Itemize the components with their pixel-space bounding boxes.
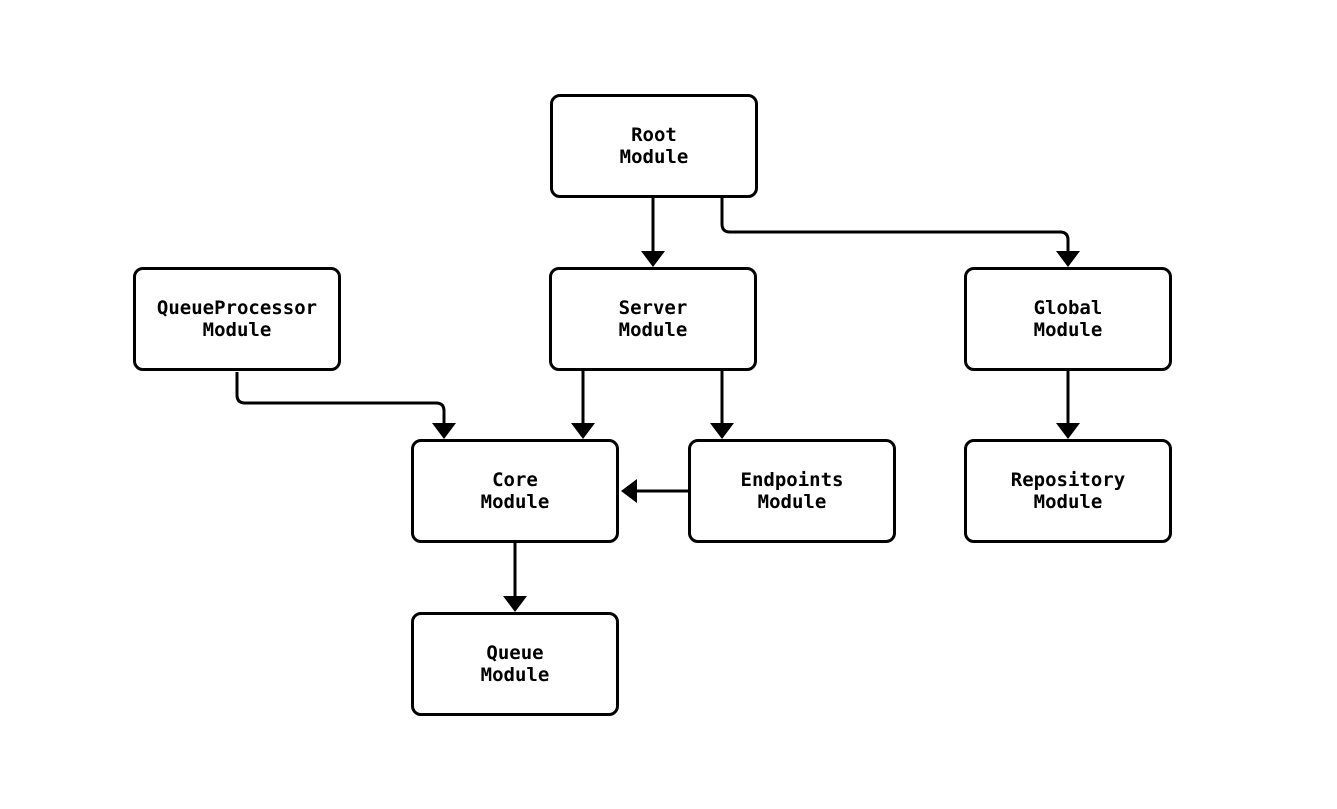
node-queue-module: Queue Module: [411, 612, 619, 716]
node-label-line: Queue: [486, 642, 544, 664]
node-label-line: Module: [757, 491, 827, 513]
node-label-line: Module: [619, 146, 689, 168]
node-label-line: Module: [1033, 319, 1103, 341]
node-endpoints-module: Endpoints Module: [688, 439, 896, 543]
node-label-line: Core: [492, 469, 538, 491]
node-label-line: Repository: [1010, 469, 1126, 491]
node-label-line: Module: [480, 491, 550, 513]
node-label-line: QueueProcessor: [156, 297, 318, 319]
node-label-line: Module: [480, 664, 550, 686]
node-repository-module: Repository Module: [964, 439, 1172, 543]
node-label-line: Module: [1033, 491, 1103, 513]
node-label-line: Global: [1033, 297, 1103, 319]
node-label-line: Root: [631, 124, 677, 146]
node-label-line: Module: [202, 319, 272, 341]
node-core-module: Core Module: [411, 439, 619, 543]
node-server-module: Server Module: [549, 267, 757, 371]
edge-queueprocessor-to-core: [235, 372, 456, 439]
node-root-module: Root Module: [550, 94, 758, 198]
node-label-line: Server: [618, 297, 688, 319]
node-label-line: Endpoints: [740, 469, 844, 491]
node-label-line: Module: [618, 319, 688, 341]
edge-root-to-global: [720, 198, 1080, 267]
node-queueprocessor-module: QueueProcessor Module: [133, 267, 341, 371]
node-global-module: Global Module: [964, 267, 1172, 371]
